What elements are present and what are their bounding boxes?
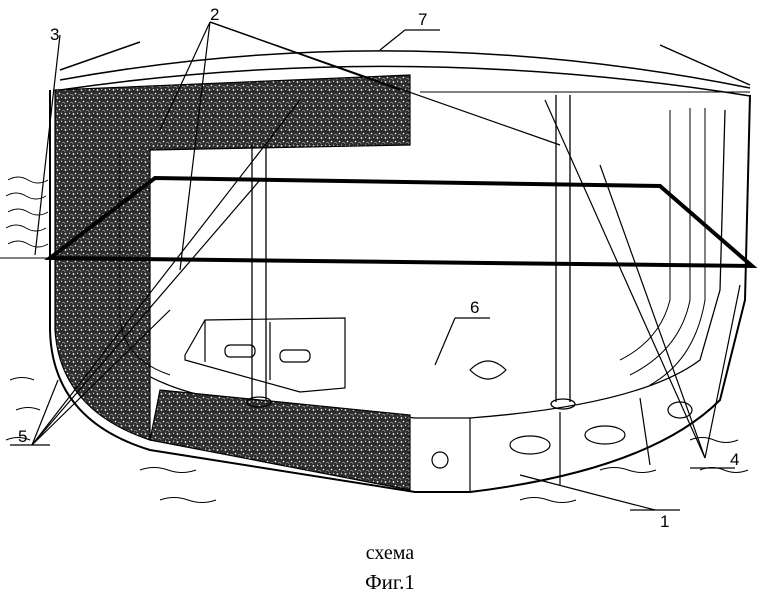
- callout-6: 6: [470, 298, 479, 317]
- callout-1: 1: [660, 512, 669, 530]
- pillars: [246, 95, 576, 410]
- callout-4: 4: [730, 450, 739, 469]
- callout-5: 5: [18, 427, 27, 446]
- water-waves: [0, 176, 749, 503]
- hull-cross-section-figure: 1 2 3 4 5 6 7: [0, 5, 758, 531]
- figure-caption: Фиг.1: [365, 570, 415, 594]
- callout-labels: 1 2 3 4 5 6 7: [18, 5, 739, 531]
- figure-subtitle: схема: [365, 542, 415, 564]
- floor-structure: [184, 317, 346, 393]
- frame-ribs: [119, 91, 750, 386]
- callout-2: 2: [210, 5, 219, 24]
- callout-7: 7: [418, 10, 427, 29]
- bottom-compartments: [431, 360, 693, 492]
- platform-frame: [44, 175, 758, 269]
- insulation-panels: [54, 74, 411, 491]
- upper-deck: [59, 41, 751, 97]
- leader-lines: [10, 21, 741, 511]
- callout-3: 3: [50, 25, 59, 44]
